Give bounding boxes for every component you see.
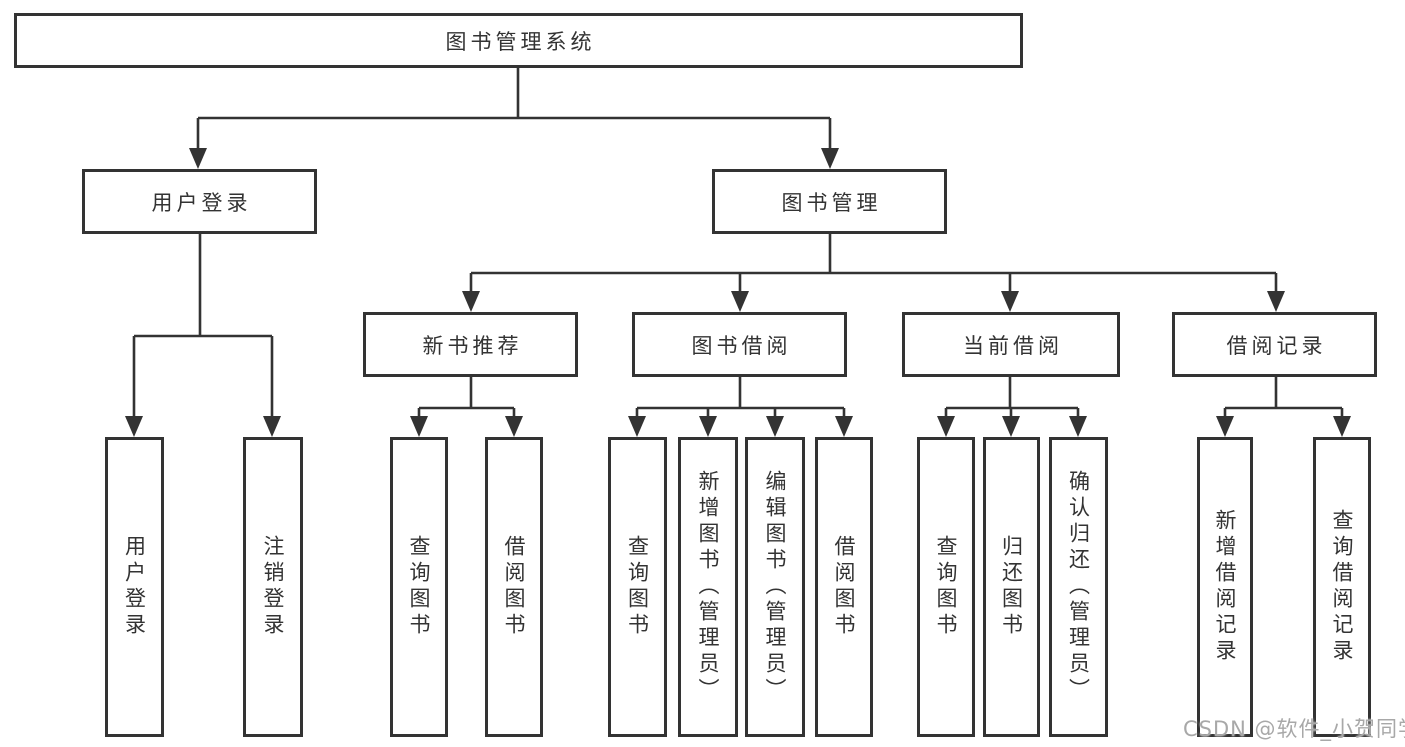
node-book-borrow: 图书借阅 <box>632 312 847 377</box>
leaf-current-confirm-return-admin: 确认归还（管理员） <box>1049 437 1108 737</box>
leaf-borrow-borrow-book: 借阅图书 <box>815 437 873 737</box>
node-book-management: 图书管理 <box>712 169 947 234</box>
leaf-record-query: 查询借阅记录 <box>1313 437 1371 737</box>
node-current-borrow: 当前借阅 <box>902 312 1120 377</box>
node-root: 图书管理系统 <box>14 13 1023 68</box>
leaf-newrec-borrow-book: 借阅图书 <box>485 437 543 737</box>
leaf-borrow-query-book: 查询图书 <box>608 437 667 737</box>
leaf-borrow-edit-book-admin: 编辑图书（管理员） <box>745 437 805 737</box>
leaf-record-add: 新增借阅记录 <box>1197 437 1253 737</box>
leaf-current-return-book: 归还图书 <box>983 437 1040 737</box>
leaf-logout: 注销登录 <box>243 437 303 737</box>
node-borrow-record: 借阅记录 <box>1172 312 1377 377</box>
leaf-borrow-add-book-admin: 新增图书（管理员） <box>678 437 738 737</box>
watermark-text: CSDN @软件_小贺同学 <box>1183 717 1405 741</box>
node-user-login: 用户登录 <box>82 169 317 234</box>
leaf-current-query-book: 查询图书 <box>917 437 975 737</box>
leaf-user-login: 用户登录 <box>105 437 164 737</box>
node-new-book-recommend: 新书推荐 <box>363 312 578 377</box>
leaf-newrec-query-book: 查询图书 <box>390 437 448 737</box>
